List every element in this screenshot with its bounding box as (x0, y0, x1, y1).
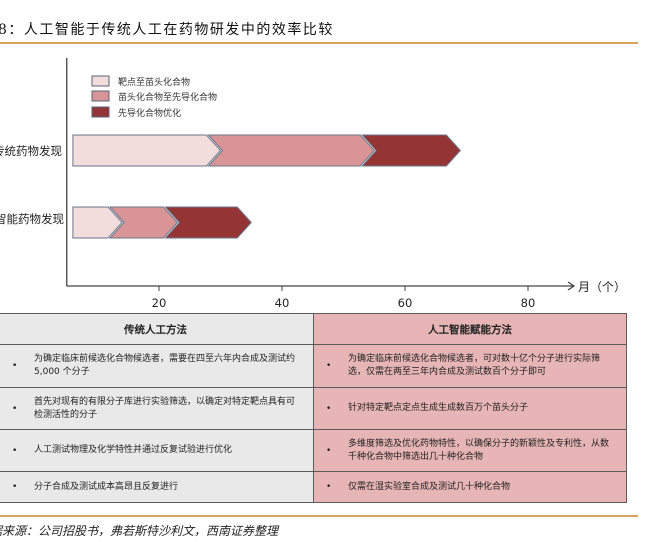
bullet: • (12, 403, 18, 414)
table-row: • 人工测试物理及化学特性并通过反复试验进行优化 • 多维度筛选及优化药物特性，以确保… (0, 429, 627, 472)
legend-label: 靶点至苗头化合物 (118, 76, 190, 88)
chevron-bar-segment (72, 206, 123, 239)
bullet: • (12, 361, 18, 371)
cell-traditional: • 人工测试物理及化学特性并通过反复试验进行优化 (0, 429, 314, 472)
cell-text: 分子合成及测试成本高昂且反复进行 (34, 481, 179, 492)
figure-title: 8：人工智能于传统人工在药物研发中的效率比较 (0, 22, 334, 38)
chevron-bar-segment (207, 134, 375, 167)
comparison-table: 传统人工方法 人工智能赋能方法 • 为确定临床前候选化合物候选者，需要在四至六年内… (0, 313, 627, 503)
x-tick-label: 40 (275, 296, 290, 310)
title-divider (0, 42, 638, 44)
cell-traditional: • 为确定临床前候选化合物候选者，需要在四至六年内合成及测试约5,000 个分子 (0, 344, 314, 388)
legend-swatch (91, 90, 110, 102)
y-label-traditional: 传统药物发现 (0, 144, 62, 158)
chevron-bar-segment (361, 134, 462, 167)
bullet: • (12, 445, 18, 456)
cell-ai: • 为确定临床前候选化合物候选者，可对数十亿个分子进行实际筛选，仅需在两至三年内合… (313, 344, 627, 388)
chevron-bar-segment (108, 206, 179, 239)
x-tick-label: 20 (152, 296, 167, 310)
x-tick-label: 80 (521, 296, 536, 310)
x-axis-arrow-icon (567, 281, 576, 291)
chevron-bar-segment (164, 206, 252, 239)
x-tick-label: 60 (398, 296, 413, 310)
cell-text: 首先对现有的有限分子库进行实验筛选，以确定对特定靶点具有可检测活性的分子 (34, 396, 296, 420)
table-row: •为确定临床前候选化合物候选者，需要在四至六年内合成及测试约5,000 个分子•… (0, 344, 627, 388)
cell-traditional: • 首先对现有的有限分子库进行实验筛选，以确定对特定靶点具有可检测活性的分子 (0, 387, 314, 430)
bullet: • (326, 361, 332, 371)
legend-swatch (91, 106, 110, 118)
cell-traditional: • 分子合成及测试成本高昂且反复进行 (0, 471, 314, 503)
cell-text: 为确定临床前候选化合物候选者，需要在四至六年内合成及测试约5,000 个分子 (34, 354, 296, 377)
y-label-ai: 人工智能药物发现 (0, 212, 64, 226)
cell-text: 人工测试物理及化学特性并通过反复试验进行优化 (34, 445, 233, 455)
bullet: • (326, 403, 332, 414)
cell-text: 仅需在湿实验室合成及测试几十种化合物 (348, 481, 511, 492)
source-note: 数据来源：公司招股书，弗若斯特沙利文，西南证券整理 (0, 524, 279, 538)
x-axis-unit-label: 月（个） (578, 280, 626, 294)
cell-text: 多维度筛选及优化药物特性，以确保分子的新颖性及专利性，从数千种化合物中筛选出几十… (348, 438, 610, 462)
cell-ai: • 仅需在湿实验室合成及测试几十种化合物 (313, 471, 627, 503)
cell-ai: • 多维度筛选及优化药物特性，以确保分子的新颖性及专利性，从数千种化合物中筛选出几… (313, 429, 627, 472)
bullet: • (326, 482, 332, 492)
header-traditional: 传统人工方法 (0, 313, 314, 345)
legend-label: 先导化合物优化 (118, 107, 181, 119)
chevron-bar-segment (72, 134, 222, 167)
cell-ai: • 针对特定靶点定点生成生成数百万个苗头分子 (313, 387, 627, 430)
table-row: • 首先对现有的有限分子库进行实验筛选，以确定对特定靶点具有可检测活性的分子 • 针对… (0, 387, 627, 430)
bullet: • (326, 445, 332, 456)
cell-text: 针对特定靶点定点生成生成数百万个苗头分子 (348, 403, 529, 413)
cell-text: 为确定临床前候选化合物候选者，可对数十亿个分子进行实际筛选，仅需在两至三年内合成… (348, 354, 601, 377)
header-ai: 人工智能赋能方法 (313, 313, 627, 345)
bullet: • (12, 482, 18, 492)
table-row: • 分子合成及测试成本高昂且反复进行 • 仅需在湿实验室合成及测试几十种化合物 (0, 471, 627, 503)
legend-label: 苗头化合物至先导化合物 (118, 91, 217, 103)
legend-swatch (91, 75, 110, 87)
source-divider (0, 515, 638, 517)
